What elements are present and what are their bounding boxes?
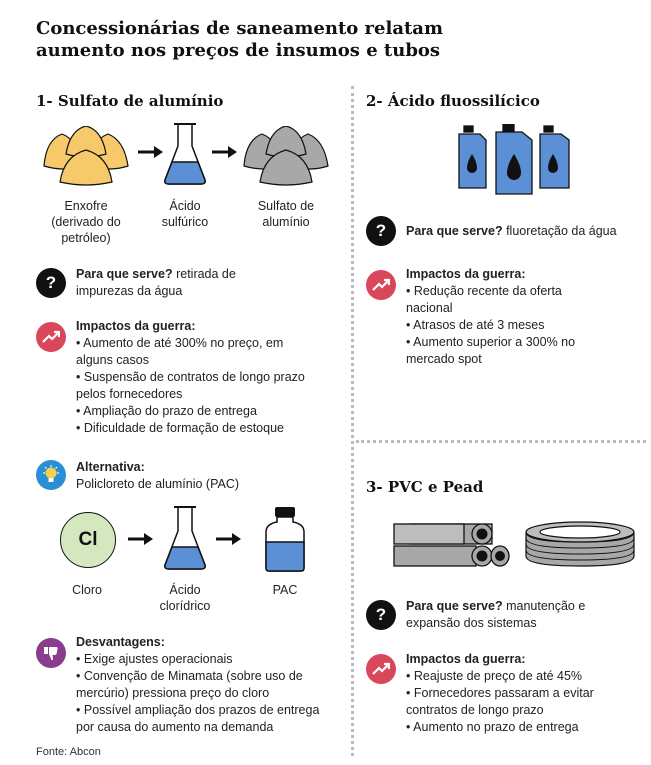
- section-3-purpose: Para que serve? manutenção e expansão do…: [406, 599, 586, 630]
- sulfur-pile-icon: [43, 126, 129, 186]
- pac-bottle-icon: [265, 507, 305, 572]
- list-item: Aumento de até 300% no preço, em alguns …: [76, 335, 316, 369]
- arrow-right-icon: [138, 146, 163, 158]
- list-item: Ampliação do prazo de entrega: [76, 403, 316, 420]
- section-2-purpose: Para que serve? fluoretação da água: [406, 224, 617, 238]
- list-item: Fornecedores passaram a evitar contratos…: [406, 685, 606, 719]
- question-mark-icon: ?: [366, 216, 396, 246]
- list-item: Dificuldade de formação de estoque: [76, 420, 316, 437]
- disadvantages-block: Desvantagens: Exige ajustes operacionais…: [76, 634, 326, 736]
- arrow-right-icon: [216, 533, 241, 545]
- thumbs-down-icon: [36, 638, 66, 668]
- list-item: Exige ajustes operacionais: [76, 651, 326, 668]
- chemical-jugs-icon: [458, 124, 570, 195]
- question-mark-icon: ?: [36, 268, 66, 298]
- section-3-impacts: Impactos da guerra: Reajuste de preço de…: [406, 651, 606, 736]
- list-item: Suspensão de contratos de longo prazo pe…: [76, 369, 316, 403]
- pead-coil-icon: [525, 521, 635, 567]
- vertical-divider: [351, 86, 354, 756]
- flask-icon: [164, 123, 206, 185]
- section-2-impacts: Impactos da guerra: Redução recente da o…: [406, 266, 581, 368]
- label-acido-sulfurico: Ácido sulfúrico: [161, 199, 209, 229]
- arrow-right-icon: [128, 533, 153, 545]
- list-item: Reajuste de preço de até 45%: [406, 668, 606, 685]
- page-title: Concessionárias de saneamento relatam au…: [36, 18, 444, 61]
- label-acido-cloridrico: Ácido clorídrico: [159, 583, 211, 613]
- lightbulb-icon: [36, 460, 66, 490]
- alternative-block: Alternativa: Policloreto de alumínio (PA…: [76, 460, 240, 491]
- list-item: Redução recente da oferta nacional: [406, 283, 581, 317]
- chlorine-icon: Cl: [60, 512, 116, 568]
- list-item: Possível ampliação dos prazos de entrega…: [76, 702, 326, 736]
- list-item: Atrasos de até 3 meses: [406, 317, 581, 334]
- section-1-impacts: Impactos da guerra: Aumento de até 300% …: [76, 318, 316, 437]
- trend-up-icon: [36, 322, 66, 352]
- question-mark-icon: ?: [366, 600, 396, 630]
- section-1-purpose: Para que serve? retirada de impurezas da…: [76, 267, 236, 298]
- label-cloro: Cloro: [72, 583, 102, 597]
- section-1-heading: 1- Sulfato de alumínio: [36, 92, 224, 110]
- horizontal-divider: [356, 440, 646, 443]
- label-enxofre: Enxofre (derivado do petróleo): [51, 199, 121, 245]
- list-item: Aumento no prazo de entrega: [406, 719, 606, 736]
- trend-up-icon: [366, 654, 396, 684]
- label-sulfato: Sulfato de alumínio: [257, 199, 315, 229]
- source-note: Fonte: Abcon: [36, 746, 101, 758]
- trend-up-icon: [366, 270, 396, 300]
- arrow-right-icon: [212, 146, 237, 158]
- section-3-heading: 3- PVC e Pead: [366, 478, 484, 496]
- list-item: Convenção de Minamata (sobre uso de merc…: [76, 668, 326, 702]
- pvc-pipes-icon: [393, 523, 510, 567]
- aluminum-sulfate-pile-icon: [243, 126, 329, 186]
- section-2-heading: 2- Ácido fluossilícico: [366, 92, 540, 110]
- list-item: Aumento superior a 300% no mercado spot: [406, 334, 581, 368]
- flask-icon: [164, 506, 206, 570]
- label-pac: PAC: [272, 583, 298, 597]
